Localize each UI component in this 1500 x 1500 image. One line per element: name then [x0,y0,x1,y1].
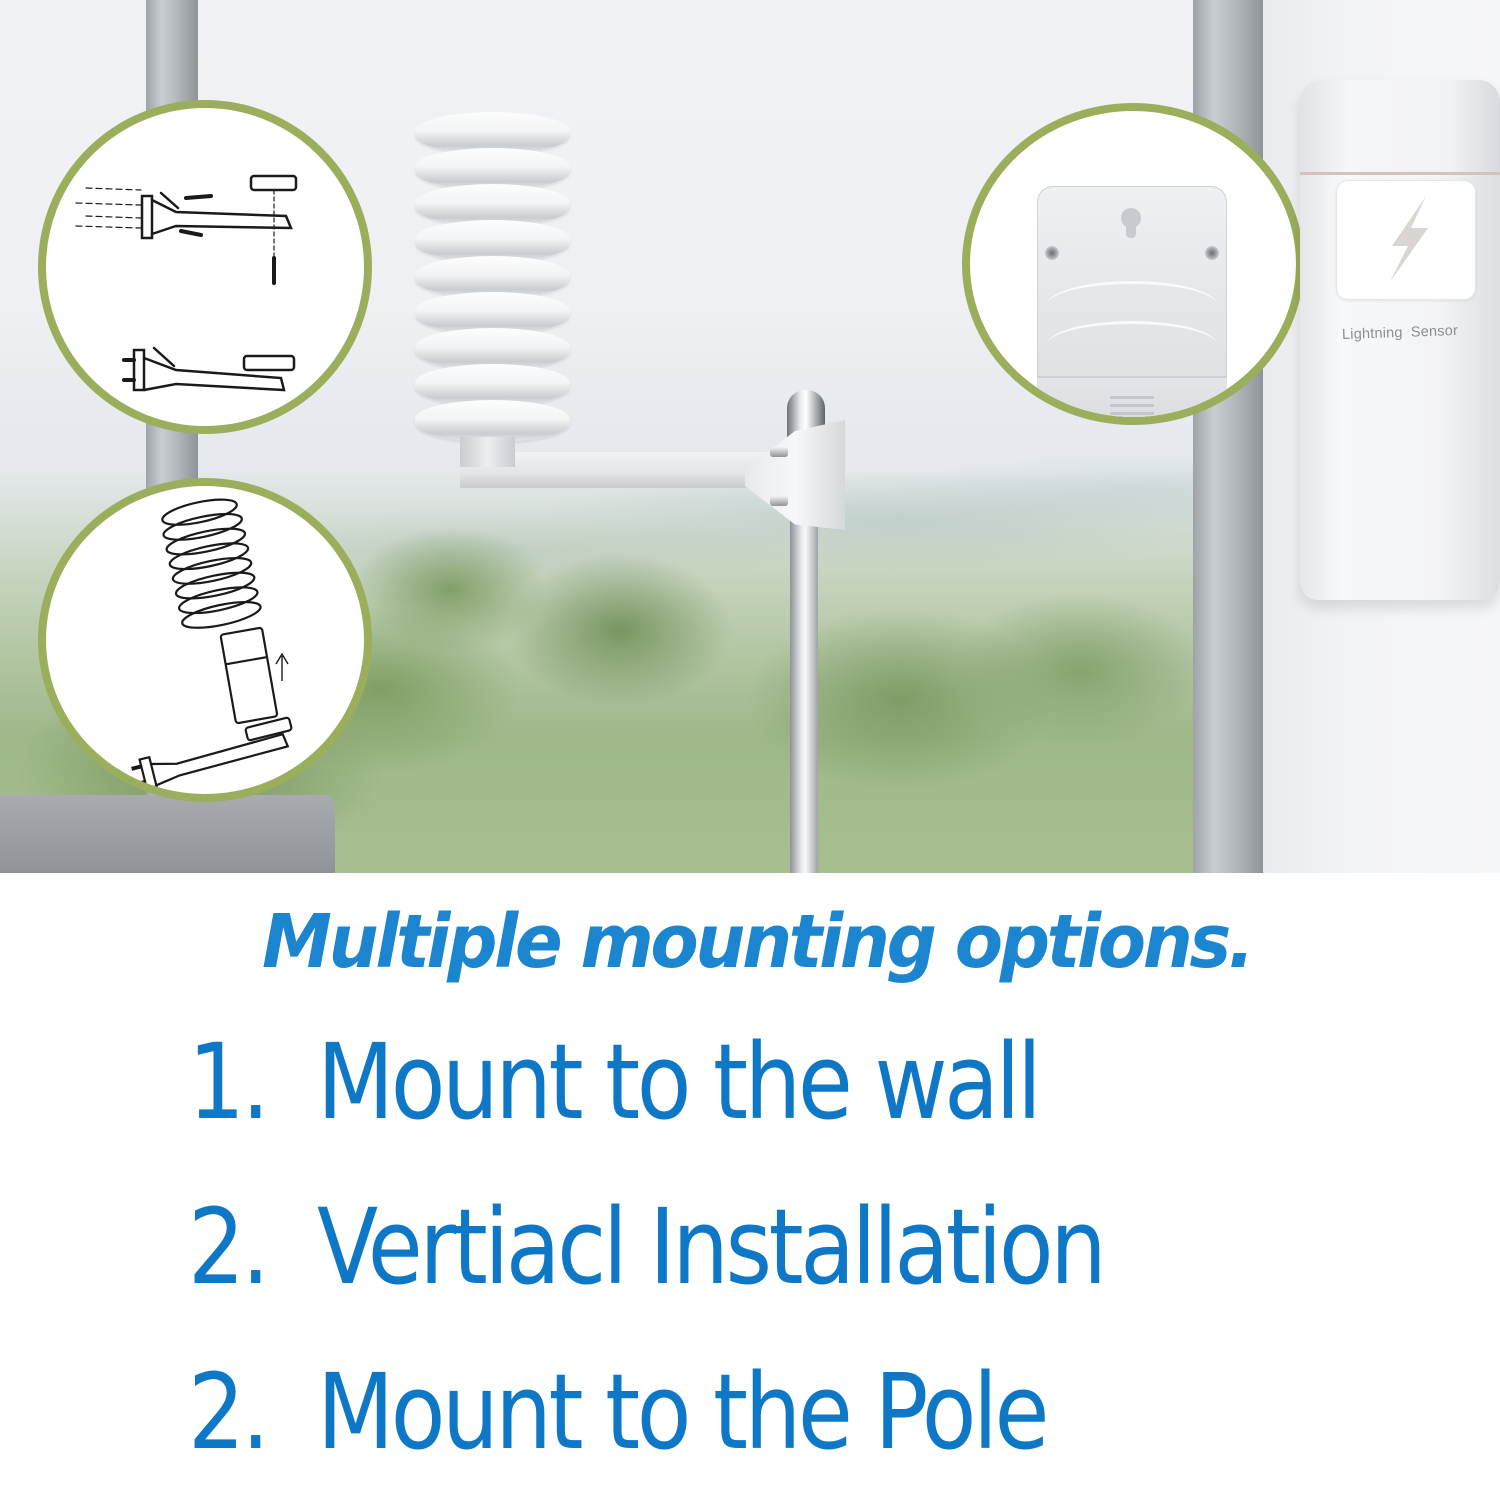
lightning-sensor-device: Lightning Sensor [1300,80,1500,600]
bracket-bolt-icon [770,496,788,506]
vertical-shield-diagram-icon [131,498,293,791]
lightning-bolt-icon [1390,196,1428,282]
battery-door [1037,376,1227,417]
vertical-install-diagram-inset [38,478,372,802]
product-label: Lightning Sensor [1341,322,1459,344]
mounting-arm [460,452,790,488]
option-label: Mount to the Pole [317,1351,1050,1473]
option-label: Vertiacl Installation [317,1186,1107,1308]
option-number: 2. [188,1186,270,1308]
option-label: Mount to the wall [317,1021,1042,1143]
option-number: 1. [188,1021,270,1143]
sensor-cap [1300,80,1500,175]
option-item: 1. Mount to the wall [188,1012,1042,1152]
headline: Multiple mounting options. [262,899,1255,985]
option-number: 2. [188,1351,270,1473]
radiation-shield-sensor [415,112,570,467]
keyhole-mount-icon [1119,208,1143,242]
bracket-bolt-icon [770,447,788,457]
sensor-window [1336,180,1476,300]
sofa [0,795,335,873]
wall-bracket-diagram-icon [75,174,298,392]
sensor-back-keyhole-inset [962,103,1304,425]
option-item: 2. Vertiacl Installation [188,1177,1107,1317]
option-item: 2. Mount to the Pole [188,1342,1050,1482]
product-photo-scene: Lightning Sensor [0,0,1500,873]
wall-mount-diagram-inset [38,100,372,434]
screw-icon [1205,246,1219,260]
screw-icon [1045,246,1059,260]
sensor-back-case [1037,186,1227,417]
